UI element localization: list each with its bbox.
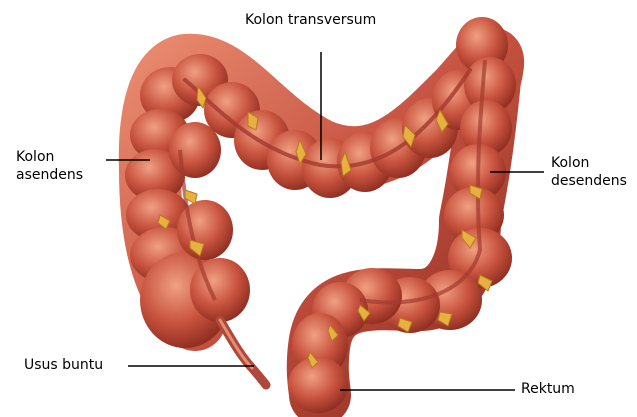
label-usus-buntu-text: Usus buntu xyxy=(24,356,103,374)
label-kolon-asendens: Kolon asendens xyxy=(16,148,83,184)
label-rektum-text: Rektum xyxy=(521,380,575,398)
label-kolon-transversum: Kolon transversum xyxy=(245,11,376,29)
label-kolon-desendens-line1: Kolon xyxy=(551,154,627,172)
label-usus-buntu: Usus buntu xyxy=(24,356,103,374)
label-kolon-transversum-text: Kolon transversum xyxy=(245,11,376,29)
label-kolon-asendens-line1: Kolon xyxy=(16,148,83,166)
rectum xyxy=(288,313,348,413)
label-rektum: Rektum xyxy=(521,380,575,398)
label-kolon-desendens: Kolon desendens xyxy=(551,154,627,190)
label-kolon-asendens-line2: asendens xyxy=(16,166,83,184)
label-kolon-desendens-line2: desendens xyxy=(551,172,627,190)
